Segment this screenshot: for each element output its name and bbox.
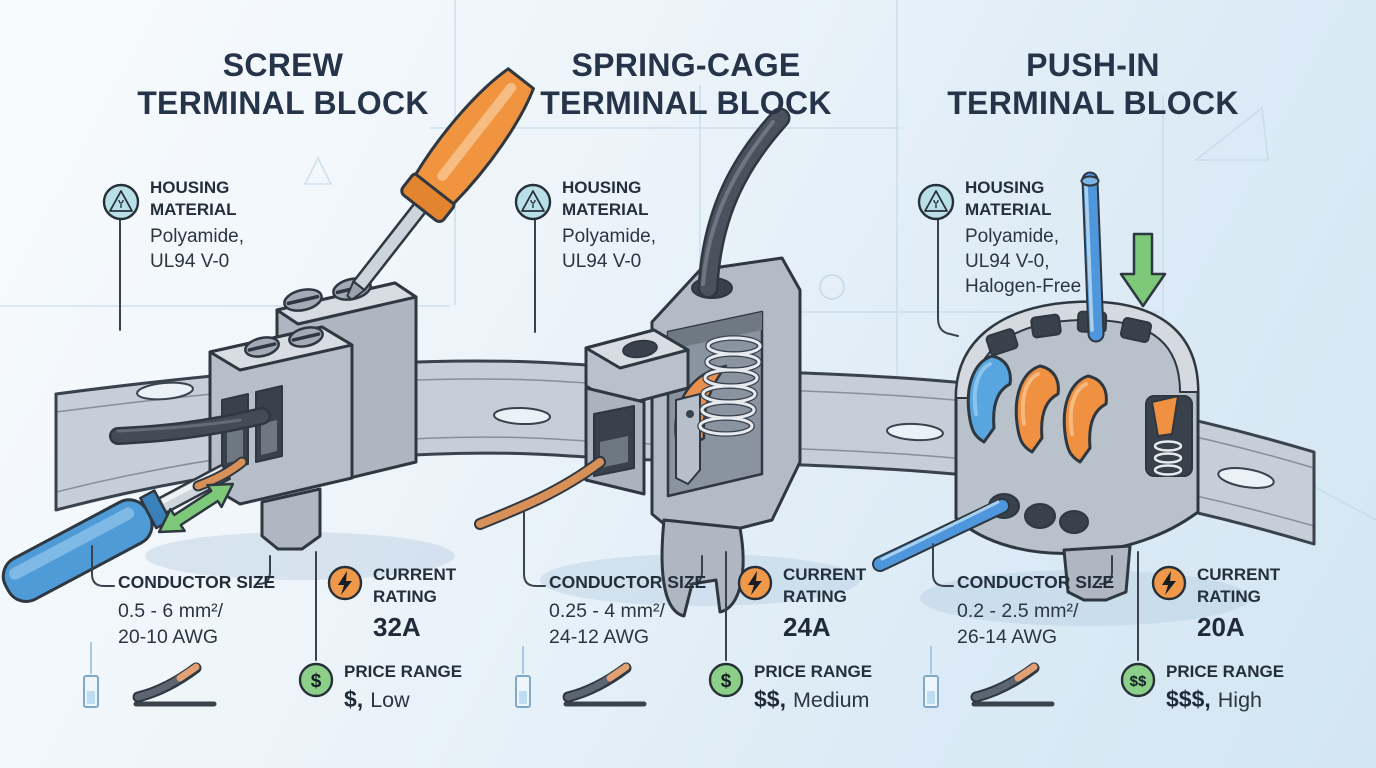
insert-remove-arrow: [157, 482, 235, 534]
bent-wire-icon: [132, 662, 1055, 707]
housing-annotation-screw: HOUSING MATERIAL Polyamide, UL94 V-0: [101, 177, 244, 274]
conductor-annotation-spring-cage: CONDUCTOR SIZE 0.25 - 4 mm²/ 24-12 AWG: [549, 572, 706, 650]
price-label: PRICE RANGE: [754, 662, 873, 681]
icon-hanger-lines: [90, 642, 932, 674]
push-down-arrow: [1119, 232, 1167, 308]
orange-screwdriver: [346, 67, 535, 301]
block3-wire: [872, 498, 1010, 572]
block1-wires: [109, 407, 271, 492]
conductor-value: 0.25 - 4 mm²/ 24-12 AWG: [549, 600, 665, 648]
current-annotation-screw: CURRENT RATING 32A: [326, 564, 456, 643]
lightning-bolt-icon: [327, 565, 363, 601]
dollar-icon: $: [298, 662, 334, 698]
rail-slots: [136, 381, 1275, 489]
conductor-label: CONDUCTOR SIZE: [118, 572, 276, 592]
lever-blue: [966, 354, 1012, 444]
blue-push-rod: [1080, 171, 1105, 343]
current-value: 20A: [1197, 612, 1245, 642]
current-label: CURRENT RATING: [783, 565, 867, 606]
svg-text:$: $: [721, 671, 732, 692]
housing-label: HOUSING MATERIAL: [965, 178, 1052, 219]
price-annotation-spring-cage: $ PRICE RANGE $$,Medium: [707, 661, 872, 713]
price-value: $,Low: [344, 686, 410, 712]
price-annotation-push-in: $$ PRICE RANGE $$$,High: [1119, 661, 1284, 713]
housing-value: Polyamide, UL94 V-0: [150, 226, 244, 272]
price-label: PRICE RANGE: [344, 662, 463, 681]
dollar-icon: $$: [1120, 662, 1156, 698]
housing-material-icon: [102, 183, 140, 221]
conductor-annotation-screw: CONDUCTOR SIZE 0.5 - 6 mm²/ 20-10 AWG: [118, 572, 275, 650]
price-label: PRICE RANGE: [1166, 662, 1285, 681]
price-annotation-screw: $ PRICE RANGE $,Low: [297, 661, 462, 713]
current-label: CURRENT RATING: [373, 565, 457, 606]
svg-text:$: $: [311, 671, 322, 692]
wire-gauge-icon: [83, 675, 939, 708]
conductor-annotation-push-in: CONDUCTOR SIZE 0.2 - 2.5 mm²/ 26-14 AWG: [957, 572, 1114, 650]
leader-lines: [91, 219, 1139, 661]
current-annotation-spring-cage: CURRENT RATING 24A: [736, 564, 866, 643]
housing-annotation-spring-cage: HOUSING MATERIAL Polyamide, UL94 V-0: [513, 177, 656, 274]
screw-head: [288, 326, 324, 348]
current-value: 24A: [783, 612, 831, 642]
housing-value: Polyamide, UL94 V-0, Halogen-Free: [965, 226, 1082, 297]
screw-terminal-block-illustration: [208, 277, 418, 551]
column-title-push-in: PUSH-IN TERMINAL BLOCK: [947, 47, 1239, 121]
current-label: CURRENT RATING: [1197, 565, 1281, 606]
price-value: $$,Medium: [754, 686, 870, 712]
lever-orange: [1014, 364, 1060, 454]
conductor-value: 0.2 - 2.5 mm²/ 26-14 AWG: [957, 600, 1079, 648]
current-annotation-push-in: CURRENT RATING 20A: [1150, 564, 1280, 643]
lever-orange: [1062, 374, 1108, 464]
dollar-icon: $: [708, 662, 744, 698]
svg-text:$$: $$: [1130, 673, 1147, 690]
screw-head: [244, 336, 280, 358]
housing-annotation-push-in: HOUSING MATERIAL Polyamide, UL94 V-0, Ha…: [916, 177, 1081, 299]
price-value: $$$,High: [1166, 686, 1262, 712]
housing-value: Polyamide, UL94 V-0: [562, 226, 656, 272]
spring-coil: [697, 335, 763, 437]
screw-head: [283, 288, 323, 312]
column-title-spring-cage: SPRING-CAGE TERMINAL BLOCK: [540, 47, 832, 121]
conductor-label: CONDUCTOR SIZE: [957, 572, 1115, 592]
conductor-label: CONDUCTOR SIZE: [549, 572, 707, 592]
housing-material-icon: [514, 183, 552, 221]
housing-label: HOUSING MATERIAL: [150, 178, 237, 219]
column-title-screw: SCREW TERMINAL BLOCK: [137, 47, 429, 121]
lightning-bolt-icon: [737, 565, 773, 601]
current-value: 32A: [373, 612, 421, 642]
housing-material-icon: [917, 183, 955, 221]
housing-label: HOUSING MATERIAL: [562, 178, 649, 219]
push-in-terminal-block-illustration: [954, 300, 1200, 602]
lightning-bolt-icon: [1151, 565, 1187, 601]
conductor-value: 0.5 - 6 mm²/ 20-10 AWG: [118, 600, 224, 648]
cutaway-spring: [1152, 439, 1184, 477]
block2-wires: [474, 107, 791, 530]
